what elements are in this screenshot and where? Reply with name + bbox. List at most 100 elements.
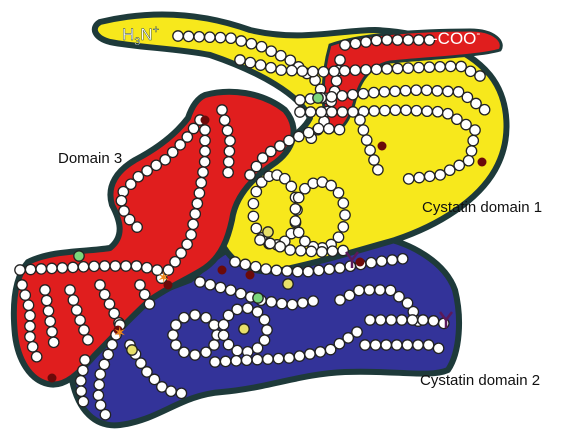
residue-bead xyxy=(468,135,478,145)
residue-bead xyxy=(370,340,380,350)
residue-bead xyxy=(324,124,334,134)
residue-bead xyxy=(171,340,181,350)
residue-bead xyxy=(252,354,262,364)
residue-bead xyxy=(200,135,210,145)
residue-bead xyxy=(335,295,345,305)
residue-bead xyxy=(224,146,234,156)
residue-bead xyxy=(463,156,473,166)
residue-bead xyxy=(286,181,296,191)
disulfide-marker xyxy=(48,374,57,383)
residue-bead xyxy=(192,198,202,208)
residue-bead xyxy=(362,135,372,145)
residue-bead xyxy=(109,308,119,318)
residue-bead xyxy=(190,350,200,360)
residue-bead xyxy=(205,280,215,290)
residue-bead xyxy=(194,32,204,42)
residue-bead xyxy=(100,289,110,299)
residue-bead xyxy=(140,289,150,299)
residue-bead xyxy=(308,296,318,306)
residue-bead xyxy=(95,369,105,379)
residue-bead xyxy=(295,107,305,117)
residue-bead xyxy=(284,353,294,363)
residue-bead xyxy=(200,157,210,167)
residue-bead xyxy=(337,107,347,117)
residue-bead xyxy=(57,263,67,273)
residue-bead xyxy=(326,92,336,102)
residue-bead xyxy=(276,51,286,61)
residue-bead xyxy=(103,349,113,359)
residue-bead xyxy=(294,351,304,361)
residue-bead xyxy=(232,304,242,314)
residue-bead xyxy=(432,86,442,96)
residue-bead xyxy=(335,55,345,65)
residue-bead xyxy=(110,261,120,271)
residue-bead xyxy=(290,204,300,214)
residue-bead xyxy=(392,340,402,350)
residue-bead xyxy=(401,105,411,115)
residue-bead xyxy=(142,263,152,273)
residue-bead xyxy=(315,347,325,357)
residue-bead xyxy=(240,259,250,269)
c-terminus-label: -COO- xyxy=(432,26,480,48)
residue-bead xyxy=(358,125,368,135)
residue-bead xyxy=(176,388,186,398)
residue-bead xyxy=(354,285,364,295)
residue-bead xyxy=(277,298,287,308)
residue-bead xyxy=(371,35,381,45)
residue-bead xyxy=(242,355,252,365)
residue-bead xyxy=(95,280,105,290)
residue-bead xyxy=(380,105,390,115)
residue-bead xyxy=(226,33,236,43)
residue-bead xyxy=(271,265,281,275)
residue-bead xyxy=(414,172,424,182)
residue-bead xyxy=(144,299,154,309)
residue-bead xyxy=(386,315,396,325)
residue-bead xyxy=(350,38,360,48)
residue-bead xyxy=(454,160,464,170)
residue-bead xyxy=(414,35,424,45)
residue-bead xyxy=(433,107,443,117)
residue-bead xyxy=(89,261,99,271)
residue-bead xyxy=(28,342,38,352)
residue-bead xyxy=(369,106,379,116)
residue-bead xyxy=(179,313,189,323)
residue-bead xyxy=(173,31,183,41)
residue-bead xyxy=(404,174,414,184)
residue-bead xyxy=(32,352,42,362)
residue-bead xyxy=(104,299,114,309)
residue-bead xyxy=(335,263,345,273)
residue-bead xyxy=(40,285,50,295)
residue-bead xyxy=(224,157,234,167)
disulfide-marker xyxy=(218,266,227,275)
disulfide-marker xyxy=(246,271,255,280)
residue-bead xyxy=(379,87,389,97)
residue-bead xyxy=(248,198,258,208)
residue-bead xyxy=(168,330,178,340)
residue-bead xyxy=(83,335,93,345)
residue-bead xyxy=(422,85,432,95)
residue-bead xyxy=(348,90,358,100)
residue-bead xyxy=(135,280,145,290)
residue-bead xyxy=(94,380,104,390)
residue-bead xyxy=(340,210,350,220)
residue-bead xyxy=(188,219,198,229)
residue-bead xyxy=(298,298,308,308)
residue-bead xyxy=(200,146,210,156)
residue-bead xyxy=(201,347,211,357)
residue-bead xyxy=(398,254,408,264)
residue-bead xyxy=(235,55,245,65)
residue-bead xyxy=(361,65,371,75)
residue-bead xyxy=(361,37,371,47)
residue-bead xyxy=(324,264,334,274)
residue-bead xyxy=(195,277,205,287)
residue-bead xyxy=(25,332,35,342)
residue-bead xyxy=(303,266,313,276)
residue-bead xyxy=(266,62,276,72)
residue-bead xyxy=(45,316,55,326)
residue-bead xyxy=(68,295,78,305)
residue-bead xyxy=(215,282,225,292)
residue-bead xyxy=(365,145,375,155)
c-terminus-superscript: - xyxy=(476,26,480,40)
residue-bead xyxy=(377,256,387,266)
